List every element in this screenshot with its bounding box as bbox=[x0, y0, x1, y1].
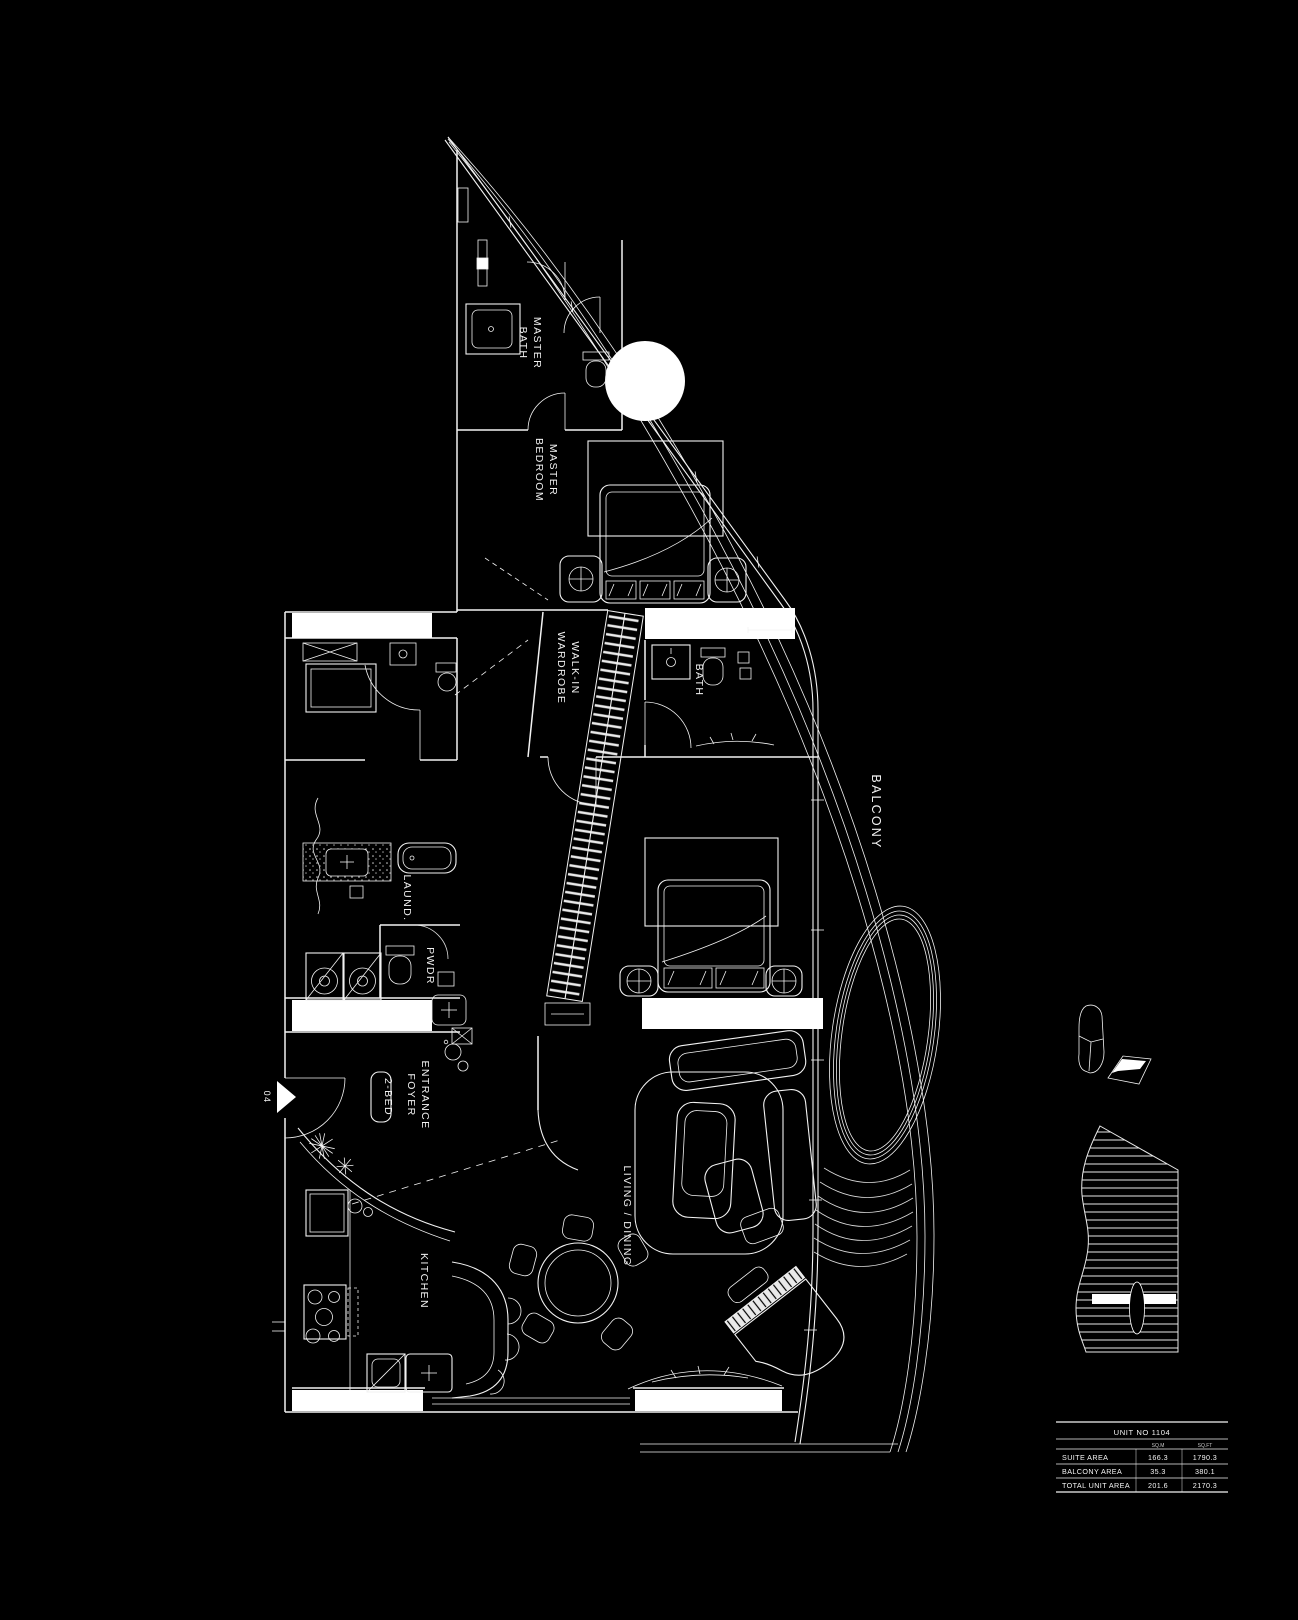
unit-type-badge-box bbox=[370, 1071, 392, 1123]
dining-set bbox=[508, 1214, 649, 1351]
unit-glass-wall bbox=[444, 136, 824, 1445]
entry-door-number: 04 bbox=[262, 1091, 272, 1104]
plant-decor bbox=[309, 1133, 373, 1217]
area-table: UNIT NO 1104 SQ.M SQ.FT SUITE AREA 166.3… bbox=[1056, 1421, 1228, 1493]
table-row: SUITE AREA 166.3 1790.3 bbox=[1062, 1453, 1217, 1462]
master-bedroom bbox=[484, 440, 747, 604]
table-row: BALCONY AREA 35.3 380.1 bbox=[1062, 1467, 1215, 1476]
master-bath-label: MASTER bbox=[531, 317, 543, 369]
service-bath bbox=[302, 642, 457, 915]
walk-in-wardrobe-label-2: WARDROBE bbox=[555, 632, 567, 705]
row-label: BALCONY AREA bbox=[1062, 1467, 1122, 1476]
master-bedroom-label-2: BEDROOM bbox=[533, 438, 545, 502]
grand-piano bbox=[724, 1265, 845, 1376]
row-sqft: 1790.3 bbox=[1193, 1453, 1217, 1462]
unit-type-badge: 2-BED bbox=[382, 1078, 394, 1116]
wall-poche bbox=[292, 608, 823, 1411]
living-dining-label: LIVING / DINING bbox=[621, 1166, 633, 1267]
living-dining bbox=[432, 1002, 845, 1405]
walk-in-wardrobe bbox=[546, 610, 644, 1002]
bath-2 bbox=[644, 627, 793, 749]
bedroom-2 bbox=[454, 639, 803, 997]
laundry-label: LAUND. bbox=[401, 875, 413, 922]
key-plan-unit-highlight bbox=[1112, 1059, 1146, 1073]
kitchen bbox=[303, 1189, 522, 1399]
balcony-features bbox=[627, 732, 941, 1390]
kitchen-label: KITCHEN bbox=[418, 1253, 430, 1309]
row-sqft: 2170.3 bbox=[1193, 1481, 1217, 1490]
powder-label: PWDR bbox=[424, 947, 436, 985]
balcony-label: BALCONY bbox=[869, 774, 883, 849]
table-row: TOTAL UNIT AREA 201.6 2170.3 bbox=[1062, 1481, 1217, 1490]
master-bath-label-2: BATH bbox=[517, 327, 529, 360]
col-header-sqft: SQ.FT bbox=[1198, 1443, 1213, 1449]
row-label: SUITE AREA bbox=[1062, 1453, 1108, 1462]
row-sqm: 35.3 bbox=[1150, 1467, 1166, 1476]
round-column bbox=[605, 341, 685, 421]
sofa-set bbox=[668, 1030, 817, 1245]
balcony-curved-feature bbox=[829, 905, 941, 1165]
powder-room bbox=[385, 924, 455, 987]
bath-label: BATH bbox=[693, 664, 705, 697]
master-bath bbox=[457, 187, 610, 431]
room-labels: MASTER BATH MASTER BEDROOM WALK-IN WARDR… bbox=[262, 317, 883, 1309]
entrance-foyer-label: ENTRANCE bbox=[419, 1061, 431, 1130]
building-elevation bbox=[1075, 1125, 1179, 1353]
balcony-louvers bbox=[813, 1167, 914, 1267]
entrance-foyer-label-2: FOYER bbox=[405, 1073, 417, 1116]
entry-arrow bbox=[277, 1081, 296, 1113]
walk-in-wardrobe-label: WALK-IN bbox=[569, 641, 581, 694]
key-plan bbox=[1078, 1004, 1152, 1085]
area-table-title: UNIT NO 1104 bbox=[1114, 1428, 1171, 1437]
branch-decor-bottom bbox=[627, 1365, 783, 1390]
branch-decor-top bbox=[695, 732, 775, 747]
laundry bbox=[302, 842, 457, 1001]
row-label: TOTAL UNIT AREA bbox=[1062, 1481, 1130, 1490]
master-bedroom-label: MASTER bbox=[547, 444, 559, 496]
row-sqft: 380.1 bbox=[1195, 1467, 1215, 1476]
elevation-lens bbox=[1129, 1281, 1145, 1335]
col-header-sqm: SQ.M bbox=[1152, 1443, 1165, 1449]
row-sqm: 201.6 bbox=[1148, 1481, 1168, 1490]
row-sqm: 166.3 bbox=[1148, 1453, 1168, 1462]
entrance-foyer bbox=[272, 994, 561, 1332]
